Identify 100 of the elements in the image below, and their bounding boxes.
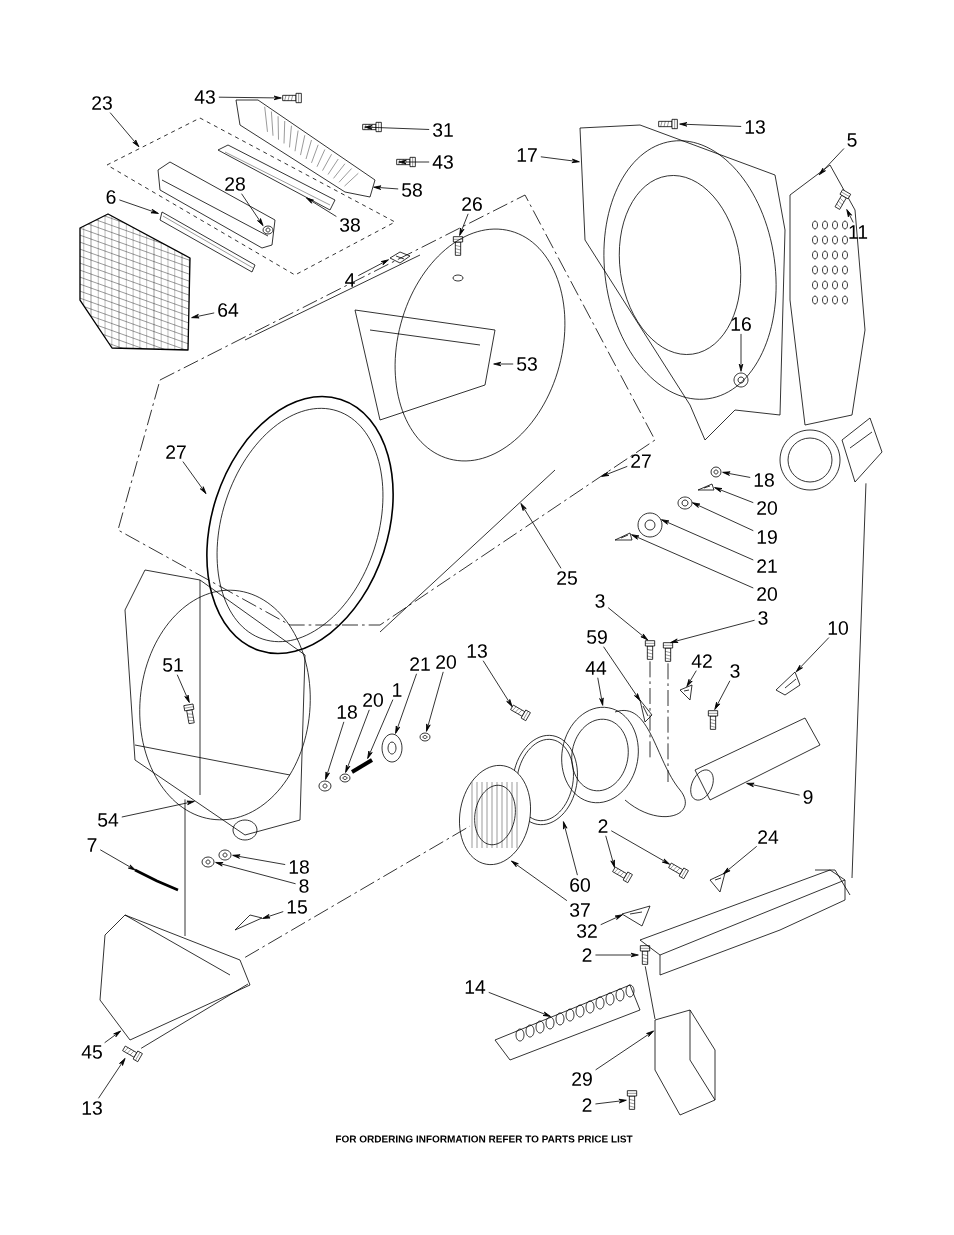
leader-line [232,854,286,865]
washer [318,780,332,792]
leader-line [488,991,551,1017]
callout-number: 13 [745,120,765,134]
clip [679,684,693,701]
callout-number: 21 [410,657,430,671]
screw [510,704,531,722]
callout-number: 18 [337,705,357,719]
leader-line [262,911,284,919]
front-ring [206,395,394,655]
leader-line [795,637,830,673]
screw [626,1090,638,1110]
heater-duct [639,869,851,976]
leader-line [597,677,604,706]
assembly-line [649,660,651,761]
leader-line [306,197,337,217]
leader-line [104,1030,122,1044]
leader-line [121,800,195,818]
callout-number: 20 [436,655,456,669]
leader-line [398,159,430,165]
leader-line [603,646,641,702]
leader-line [99,849,136,871]
callout-number: 24 [758,830,779,844]
callout-number: 15 [287,900,307,914]
leader-line [364,125,430,130]
assembly-line [140,983,249,1049]
leader-line [218,95,282,101]
leader-line [176,674,190,703]
leader-line [738,333,744,372]
callout-number: 27 [631,454,651,468]
assembly-line [667,662,669,783]
callout-number: 2 [582,948,592,962]
callout-number: 29 [572,1072,592,1086]
screw [662,642,674,662]
callout-number: 58 [402,183,422,197]
callout-number: 43 [194,90,215,104]
callout-number: 25 [557,571,577,585]
clip [775,671,801,696]
seal-strip [134,868,179,892]
leader-line [595,1030,655,1071]
caption: FOR ORDERING INFORMATION REFER TO PARTS PRICE LIST [336,1135,633,1143]
callout-number: 54 [98,813,119,827]
leader-line [118,199,159,214]
screw [183,703,195,725]
callout-number: 64 [218,303,239,317]
callout-number: 2 [598,819,608,833]
leader-line [357,259,389,277]
leader-line [692,502,754,532]
callout-number: 20 [757,587,777,601]
leader-line [215,862,296,885]
heater-coil [494,984,641,1061]
leader-line [600,914,623,926]
callout-number: 44 [585,661,607,675]
callout-number: 60 [570,878,590,892]
screw [668,862,689,880]
callout-number: 19 [757,530,777,544]
washer [218,849,232,861]
leader-line [241,193,264,227]
callout-number: 26 [462,197,482,211]
leader-line [459,213,469,236]
filter-strip [159,211,256,273]
callout-number: 23 [92,96,112,110]
leader-line [601,465,628,477]
bearing-pad [637,512,663,538]
bearing-clip [614,532,633,541]
screw [612,866,633,884]
leader-line [610,830,670,865]
callout-number: 45 [81,1045,102,1059]
front-panel [124,569,311,841]
clip [234,914,263,931]
leader-line [325,721,345,780]
bearing [677,496,693,510]
screw [639,945,651,965]
assembly-line [184,798,186,937]
screw [658,118,678,130]
bearing-clip [339,773,351,783]
leader-line [493,361,514,367]
exhaust-duct [841,417,883,483]
callout-number: 7 [87,838,97,852]
leader-line [98,1058,126,1099]
callout-number: 6 [106,190,116,204]
bearing-pad [381,733,403,763]
callout-number: 8 [299,879,309,893]
callout-number: 5 [847,133,857,147]
leader-line [818,148,845,176]
bearing [350,758,374,774]
leader-line [345,709,370,773]
callout-number: 3 [595,594,605,608]
leader-line [520,503,562,569]
screw [644,640,656,660]
washer [710,466,722,478]
blower-wheel [459,765,531,865]
callout-number: 31 [433,123,453,137]
bearing-clip [419,732,431,742]
leader-line [595,1098,627,1105]
leader-line [426,671,444,732]
callout-number: 3 [758,611,768,625]
callout-number: 17 [517,148,537,162]
blower-seal [512,734,578,826]
leader-line [661,519,754,561]
